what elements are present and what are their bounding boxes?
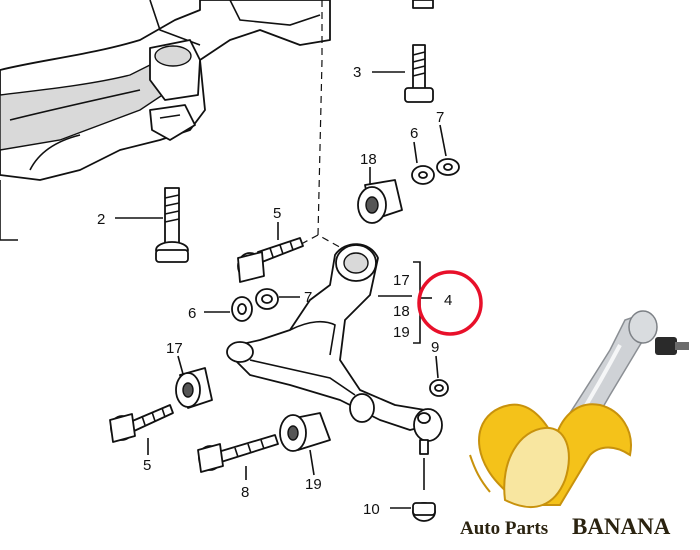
callout-9: 9 <box>431 339 439 356</box>
callout-17-left: 17 <box>166 340 183 357</box>
nut-10 <box>412 502 436 522</box>
highlight-circle <box>417 270 483 336</box>
nut-7-top <box>436 158 460 176</box>
callout-17-bracket: 17 <box>393 272 410 289</box>
leader-lines <box>115 71 447 509</box>
washer-6-top <box>411 165 435 185</box>
callout-4: 4 <box>444 292 452 309</box>
nut-9 <box>429 379 449 397</box>
callout-7-mid: 7 <box>304 289 312 306</box>
bushing-18-top <box>357 179 403 224</box>
callout-5-top: 5 <box>273 205 281 222</box>
bushing-17-left <box>175 367 213 409</box>
callout-8: 8 <box>241 484 249 501</box>
control-arm <box>226 243 443 455</box>
bolt-2 <box>155 187 189 263</box>
callout-labels: 3 2 18 6 7 5 17 18 19 4 6 7 17 9 5 8 19 … <box>97 64 452 518</box>
callout-6-top: 6 <box>410 125 418 142</box>
callout-18-bracket: 18 <box>393 303 410 320</box>
nut-7-mid <box>255 288 279 310</box>
callout-10: 10 <box>363 501 380 518</box>
washer-6-left <box>231 296 253 322</box>
bolt-3 <box>404 0 434 103</box>
callout-6-left: 6 <box>188 305 196 322</box>
callout-18-top: 18 <box>360 151 377 168</box>
callout-5-bottom: 5 <box>143 457 151 474</box>
callout-19-bracket: 19 <box>393 324 410 341</box>
subframe <box>0 0 331 241</box>
banana-fruit <box>503 426 570 509</box>
bushing-19-bottom <box>279 412 331 452</box>
watermark-brand: BANANA <box>572 514 671 539</box>
watermark-prefix: Auto Parts <box>460 518 548 539</box>
bolt-5-top <box>237 237 304 283</box>
callout-7-top: 7 <box>436 109 444 126</box>
callout-2: 2 <box>97 211 105 228</box>
bolt-5-bottom <box>109 404 174 443</box>
bolt-8 <box>197 434 279 473</box>
callout-3: 3 <box>353 64 361 81</box>
watermark-logo: Auto Parts BANANA <box>460 310 689 539</box>
callout-19-bottom: 19 <box>305 476 322 493</box>
